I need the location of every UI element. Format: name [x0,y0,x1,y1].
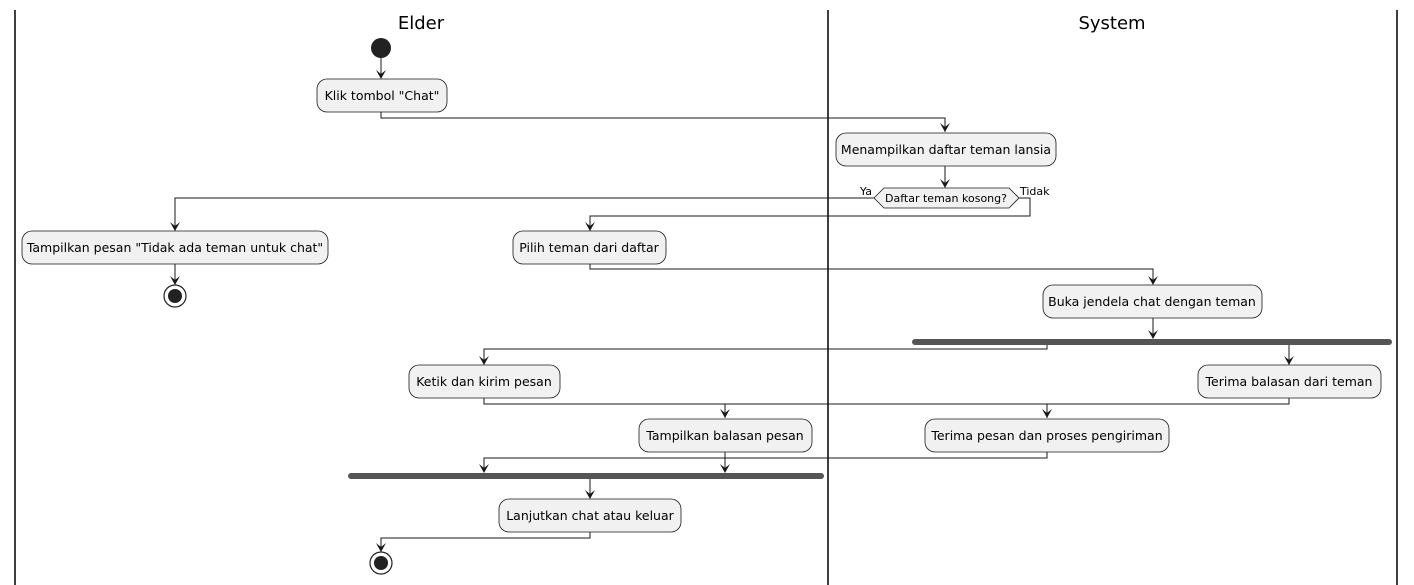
activity-terima-balasan-label: Terima balasan dari teman [1205,374,1373,389]
activity-klik-chat: Klik tombol "Chat" [316,78,448,113]
activity-tampilkan-daftar: Menampilkan daftar teman lansia [835,132,1057,167]
guard-ya: Ya [859,185,872,198]
activity-tampilkan-balasan-label: Tampilkan balasan pesan [645,428,803,443]
activity-terima-balasan: Terima balasan dari teman [1197,364,1382,399]
activity-ketik-kirim-label: Ketik dan kirim pesan [416,374,552,389]
activity-buka-jendela-label: Buka jendela chat dengan teman [1048,294,1256,309]
decision-daftar-kosong: Daftar teman kosong? [873,187,1020,209]
activity-tampilkan-daftar-label: Menampilkan daftar teman lansia [841,142,1051,157]
end-node-bottom [369,551,393,575]
end-node-left [163,284,187,308]
activity-pilih-teman: Pilih teman dari daftar [512,230,667,265]
activity-lanjutkan-label: Lanjutkan chat atau keluar [506,508,674,523]
start-node [371,38,391,58]
activity-terima-pesan: Terima pesan dan proses pengiriman [924,418,1170,453]
activity-lanjutkan: Lanjutkan chat atau keluar [498,498,682,533]
join-bar [348,473,824,479]
activity-buka-jendela: Buka jendela chat dengan teman [1042,284,1263,319]
guard-tidak: Tidak [1019,185,1050,198]
activity-tampilkan-tidak-ada: Tampilkan pesan "Tidak ada teman untuk c… [21,230,329,265]
activity-tampilkan-tidak-ada-label: Tampilkan pesan "Tidak ada teman untuk c… [26,240,323,255]
activity-pilih-teman-label: Pilih teman dari daftar [519,240,659,255]
activity-terima-pesan-label: Terima pesan dan proses pengiriman [930,428,1162,443]
fork-bar-top [912,339,1392,345]
decision-label: Daftar teman kosong? [885,192,1007,205]
activity-ketik-kirim: Ketik dan kirim pesan [408,364,561,399]
activity-klik-chat-label: Klik tombol "Chat" [325,88,440,103]
swimlane-title-elder: Elder [398,13,445,34]
swimlane-title-system: System [1078,13,1145,34]
activity-tampilkan-balasan: Tampilkan balasan pesan [638,418,813,453]
